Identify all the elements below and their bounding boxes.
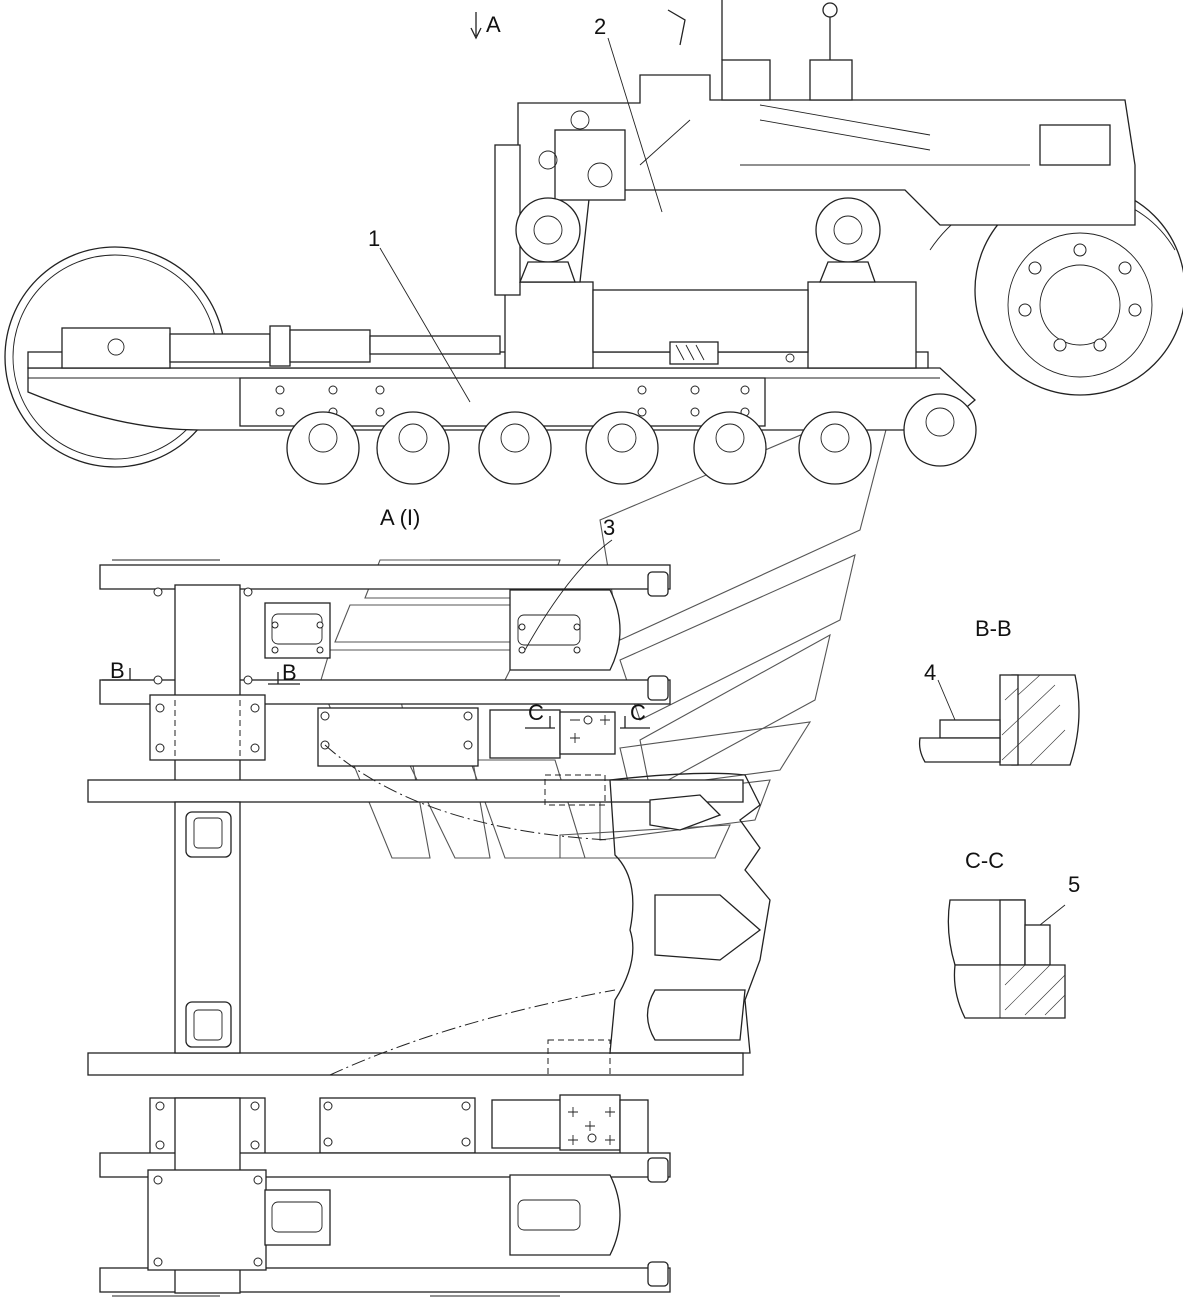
arrow-down-icon [470, 12, 482, 40]
leader-1 [379, 247, 471, 403]
tension-cylinder [169, 333, 271, 363]
section-b-right-label: B [282, 660, 297, 685]
bearing-housing-left [515, 197, 581, 263]
section-b-left-label: B [110, 658, 125, 683]
track-link-block [174, 584, 241, 796]
support-pillar-left [504, 281, 594, 369]
long-rail-lower [87, 1052, 744, 1076]
control-lever-left [667, 9, 686, 46]
road-wheels [286, 393, 977, 485]
frame-cutaway [609, 772, 771, 1054]
view-arrow-label: A [486, 12, 501, 37]
tension-housing [61, 327, 171, 369]
part-label-4: 4 [924, 660, 936, 685]
long-rail-upper [87, 779, 744, 803]
section-bb [918, 674, 1080, 766]
drive-plate [494, 144, 521, 296]
side-view [4, 0, 1183, 485]
part-label-3: 3 [603, 515, 615, 540]
mounting-plate [317, 707, 479, 767]
section-cc [947, 899, 1066, 1019]
section-bb-title: B-B [975, 616, 1012, 641]
part-label-2: 2 [594, 14, 606, 39]
section-c-right-label: C [630, 700, 646, 725]
section-c-left-label: C [528, 700, 544, 725]
section-cc-title: C-C [965, 848, 1004, 873]
leader-2 [607, 37, 663, 213]
valve-block [1039, 124, 1111, 166]
support-pillar-right [807, 281, 917, 369]
part-label-1: 1 [368, 226, 380, 251]
section-cut-marker-icon [102, 668, 650, 729]
gearbox [554, 129, 626, 201]
machine-body [517, 74, 1136, 283]
bearing-housing-right [815, 197, 881, 263]
part-label-5: 5 [1068, 872, 1080, 897]
plan-view [87, 539, 771, 1297]
leader-3 [524, 539, 613, 651]
part-4-shim [939, 719, 1001, 739]
plate-bolts [275, 385, 750, 417]
sprocket-bolts [1018, 243, 1142, 352]
part-5-plate [1024, 924, 1051, 966]
view-a-title: A (I) [380, 505, 420, 530]
